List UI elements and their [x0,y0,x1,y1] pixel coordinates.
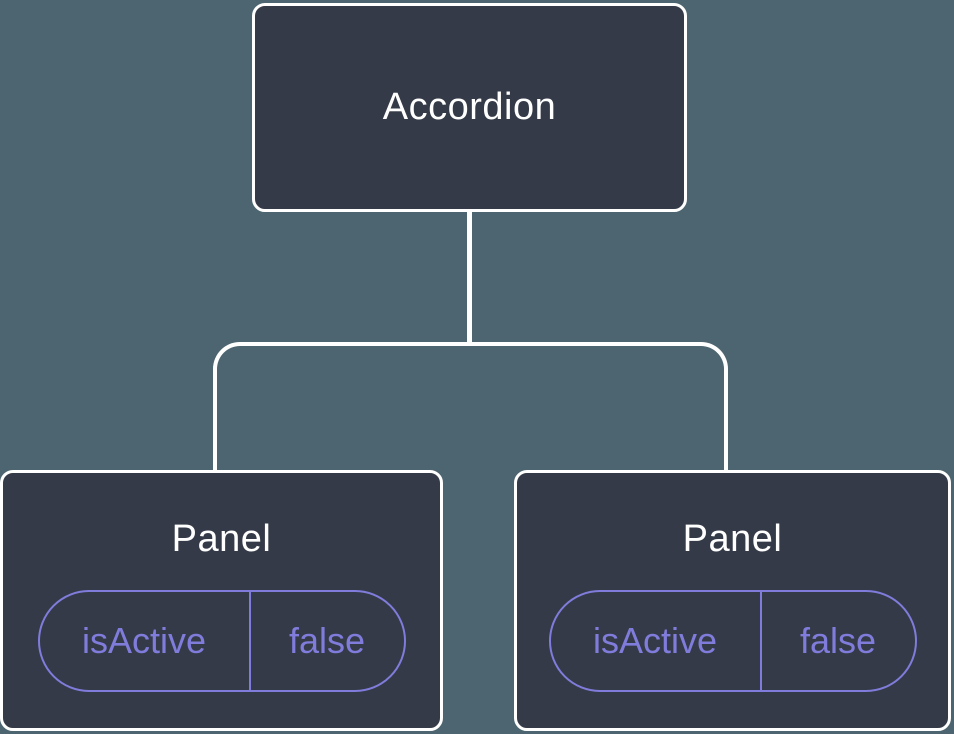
node-panel-left-label: Panel [171,518,272,560]
connector-branch-bracket [213,342,728,470]
state-value-label: false [800,620,877,661]
state-pill-left: isActive false [37,590,406,692]
node-panel-right: Panel isActive false [514,470,951,731]
node-panel-right-label: Panel [682,518,783,560]
node-accordion-label: Accordion [382,86,557,128]
state-pill-right: isActive false [548,590,917,692]
connector-root-stem [467,211,472,346]
node-panel-left: Panel isActive false [0,470,443,731]
state-key-label: isActive [40,592,251,690]
state-value-label: false [289,620,366,661]
state-key-label: isActive [551,592,762,690]
node-accordion: Accordion [252,3,687,212]
